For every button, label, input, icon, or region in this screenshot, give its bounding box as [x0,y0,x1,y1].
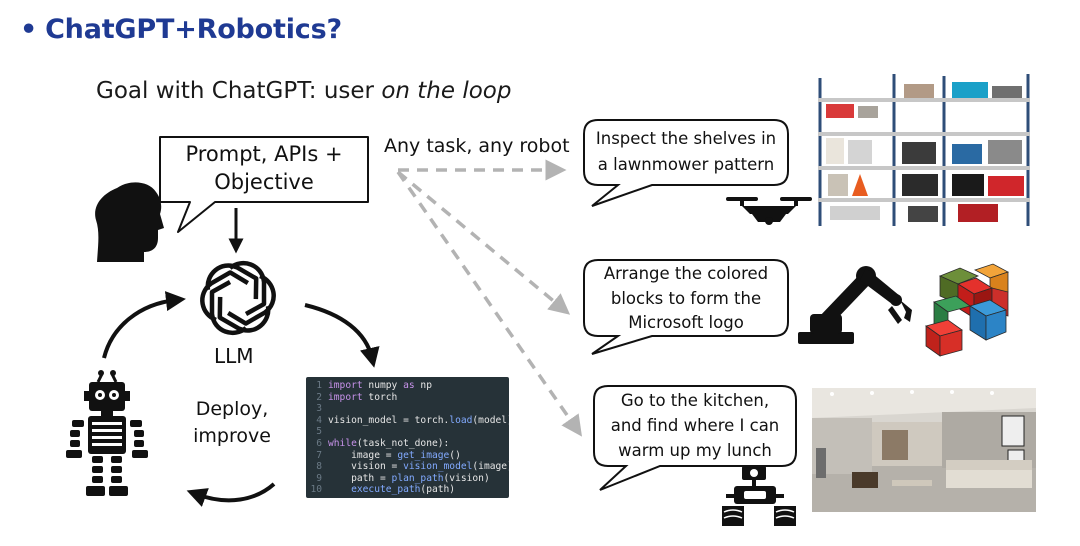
code-keyword: import [328,391,363,403]
line-number: 6 [316,437,322,449]
task-bubble-2 [583,259,789,355]
code-text: torch [362,391,398,403]
code-line: 10 execute_path(path) [306,484,509,496]
slide-title: •ChatGPT+Robotics? [20,14,342,45]
goal-prefix: Goal with ChatGPT: user [96,78,382,104]
task-2-line-1: Arrange the colored [603,264,769,283]
task-bubble-3 [593,385,797,491]
any-task-label: Any task, any robot [384,135,570,157]
code-block: 1 import numpy as np 2 import torch 3 4 vis… [306,377,509,498]
code-text: vision = [328,461,404,473]
code-line: 7 image = get_image() [306,450,509,462]
task-3-line-1: Go to the kitchen, [620,391,770,410]
line-number: 7 [316,449,322,461]
code-text: np [414,380,432,391]
goal-text: Goal with ChatGPT: user on the loop [96,78,511,104]
task-1-text: Inspect the shelves in a lawnmower patte… [584,126,788,178]
dashed-arrow-task2 [396,170,571,315]
line-number: 8 [316,461,322,473]
llm-to-code-arrow [304,303,380,368]
task-3-line-3: warm up my lunch [618,441,772,460]
code-text: path = [328,472,392,484]
task-2-line-3: Microsoft logo [628,313,744,332]
line-number: 9 [316,472,322,484]
deploy-line-1: Deploy, [195,398,269,420]
code-function: plan_path [391,472,444,484]
code-line: 2 import torch [306,392,509,404]
code-text [328,484,351,495]
code-function: vision_model [403,461,473,473]
task-2-text: Arrange the colored blocks to form the M… [584,262,788,336]
code-function: get_image [397,449,450,461]
code-text: (image) [472,461,509,473]
line-number: 4 [316,414,322,426]
line-number: 3 [316,403,322,415]
person-silhouette-icon [95,182,164,262]
code-text: image = [328,449,398,461]
code-line: 3 [306,403,509,415]
shelves-image [812,70,1036,230]
task-3-text: Go to the kitchen, and find where I can … [594,388,796,463]
robot-arm-icon [798,266,912,344]
code-text: (vision) [443,472,490,484]
humanoid-robot-icon [66,370,148,496]
code-to-robot-arrow [186,482,276,507]
llm-label: LLM [214,344,254,368]
task-1-line-2: a lawnmower pattern [597,155,775,174]
robot-to-llm-arrow [102,291,186,359]
line-number: 1 [316,380,322,391]
code-text: vision_model = torch. [328,414,450,426]
task-2-line-2: blocks to form the [610,288,762,308]
code-line: 8 vision = vision_model(image) [306,461,509,473]
prompt-bubble [159,136,369,233]
line-number: 10 [310,484,322,496]
title-bullet: • [20,14,38,45]
title-text: ChatGPT+Robotics? [45,14,342,45]
prompt-bubble-text: Prompt, APIs + Objective [160,140,368,196]
code-keyword: while [328,437,357,449]
line-number: 2 [316,391,322,403]
prompt-line-2: Objective [214,170,314,194]
code-text: (model) [472,414,509,426]
code-text: () [449,449,461,461]
code-line: 6 while(task_not_done): [306,438,509,450]
living-room-image [812,388,1036,512]
dashed-arrow-task3 [396,171,582,437]
code-line: 1 import numpy as np [306,380,509,392]
code-keyword: as [403,380,415,391]
colored-blocks-image [925,263,1010,357]
goal-emphasis: on the loop [381,78,512,104]
deploy-label: Deploy, improve [180,396,284,450]
drone-icon [726,197,812,225]
code-keyword: import [328,380,363,391]
code-line: 4 vision_model = torch.load(model) [306,415,509,427]
deploy-line-2: improve [193,425,271,447]
code-line: 9 path = plan_path(vision) [306,473,509,485]
code-function: load [449,414,473,426]
prompt-line-1: Prompt, APIs + [185,142,343,166]
task-3-line-2: and find where I can [610,416,780,435]
code-text: (path) [420,484,456,496]
task-bubble-1 [583,119,789,207]
wheeled-robot-icon [722,466,796,526]
task-1-line-1: Inspect the shelves in [595,129,777,148]
openai-logo-icon [200,261,276,335]
code-text: numpy [362,380,404,391]
code-text: (task_not_done): [356,437,450,449]
line-number: 5 [316,426,322,438]
code-function: execute_path [351,484,421,496]
code-line: 5 [306,426,509,438]
